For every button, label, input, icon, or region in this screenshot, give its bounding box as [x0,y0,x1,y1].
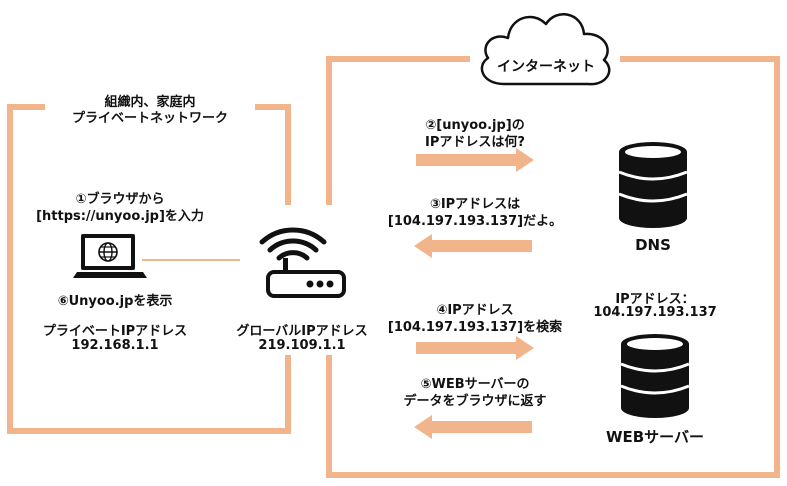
arrow-right-step2 [416,148,534,172]
step6-label: ⑥Unyoo.jpを表示 [57,294,173,309]
arrow-left-step3 [414,234,532,258]
step1-line2: [https://unyoo.jp]を入力 [36,209,204,224]
dns-label: DNS [635,236,671,254]
web-server-database-icon [620,334,690,418]
step4-line2: [104.197.193.137]を検索 [387,320,563,335]
arrow-left-step5 [414,415,532,439]
arrow-right-step4 [416,336,534,360]
private-network-title-line1: 組織内、家庭内 [104,95,196,110]
step3-line2: [104.197.193.137]だよ。 [387,214,563,229]
laptop-router-link [142,259,240,261]
router-icon [259,227,346,298]
step3-line1: ③IPアドレスは [429,197,521,212]
internet-label: インターネット [497,59,595,75]
cloud-icon [480,13,611,86]
private-frame-title-gap [45,98,255,118]
web-server-label: WEBサーバー [605,428,705,446]
web-server-ip-value: 104.197.193.137 [593,305,717,320]
step1-line1: ①ブラウザから [75,192,165,207]
step2-line2: IPアドレスは何? [425,135,525,150]
private-ip-value: 192.168.1.1 [71,338,159,353]
laptop-icon [73,234,147,278]
internet-frame [326,56,780,478]
private-network-title-line2: プライベートネットワーク [71,111,228,126]
global-ip-title: グローバルIPアドレス [236,324,368,339]
step5-line1: ⑤WEBサーバーの [420,377,530,392]
step2-line1: ②[unyoo.jp]の [425,118,525,133]
web-server-ip-title: IPアドレス： [615,292,695,307]
dns-database-icon [618,142,688,228]
step4-line1: ④IPアドレス [436,303,514,318]
global-ip-value: 219.109.1.1 [258,338,346,353]
step5-line2: データをブラウザに返す [403,394,547,409]
private-ip-title: プライベートIPアドレス [42,324,188,339]
